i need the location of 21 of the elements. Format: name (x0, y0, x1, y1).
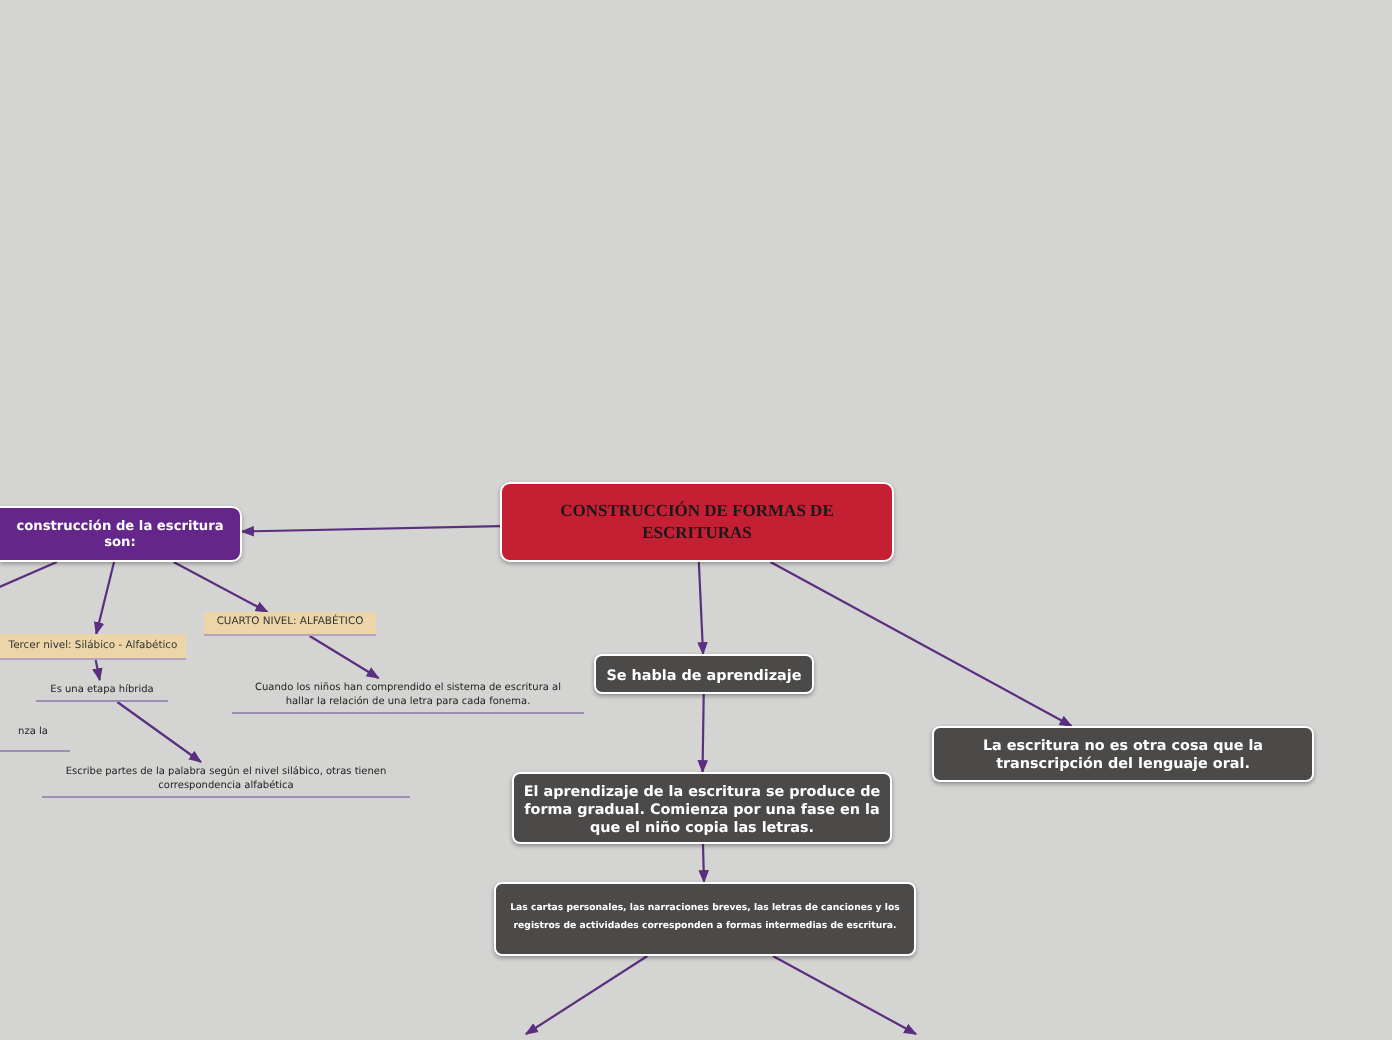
connector-arrow (698, 843, 709, 884)
connector-arrow (772, 955, 918, 1035)
connector-arrow (697, 694, 708, 774)
level-tag (0, 634, 186, 660)
connector-arrow (116, 701, 202, 763)
connector-arrow (309, 635, 380, 679)
connector-arrow (93, 561, 116, 636)
connector-arrow (92, 659, 103, 682)
connector-arrow (769, 561, 1073, 727)
connector-arrow (240, 525, 501, 537)
topic-text: CONSTRUCCIÓN DE FORMAS DE ESCRITURAS (558, 500, 836, 544)
topic-box (500, 482, 894, 562)
subtopic-box (0, 506, 242, 562)
connector-arrow (697, 561, 708, 656)
idea-box (494, 882, 916, 956)
idea-box (932, 726, 1314, 782)
level-tag (204, 612, 376, 636)
connector-arrow (173, 561, 269, 613)
connector-arrow (524, 955, 648, 1035)
idea-box (512, 772, 892, 844)
idea-box (594, 654, 814, 694)
